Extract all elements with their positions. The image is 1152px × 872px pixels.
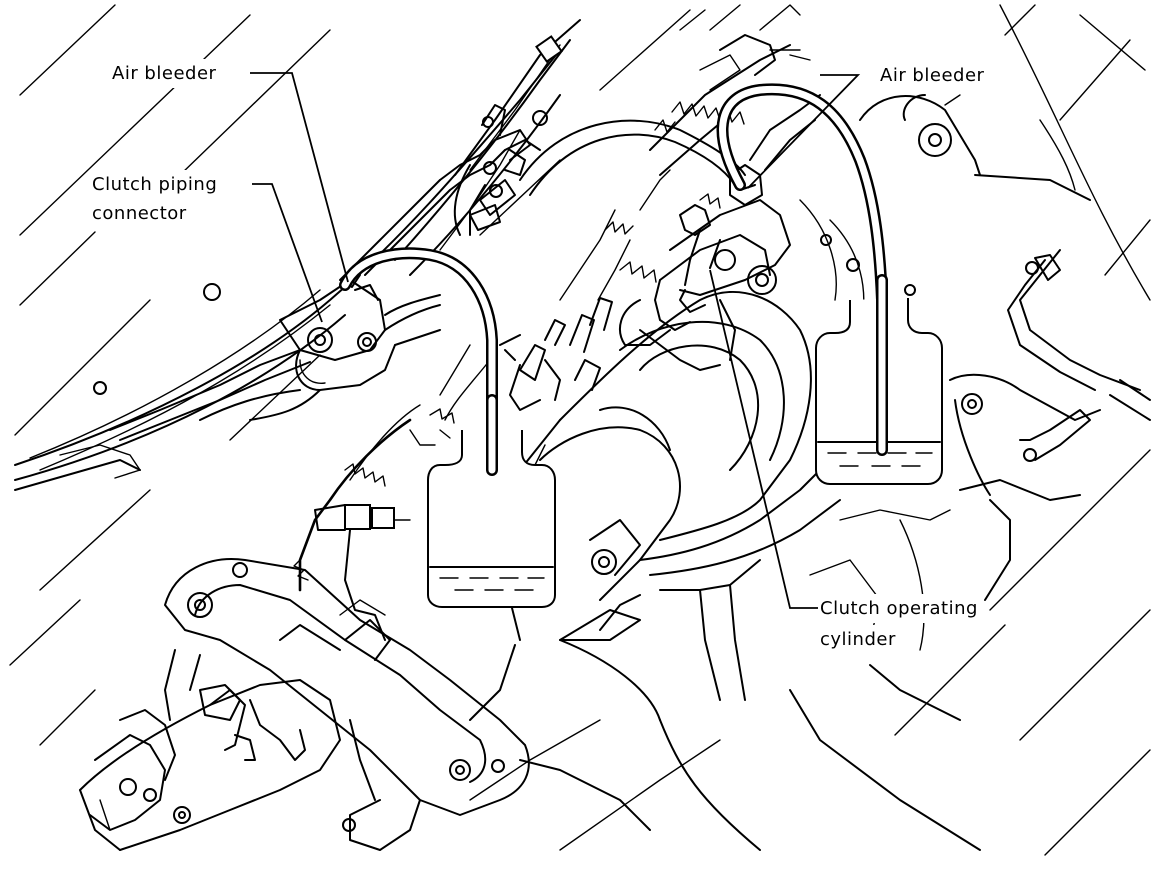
label-air-bleeder-left: Air bleeder [110, 59, 219, 88]
body-panel-lines [9, 4, 1151, 856]
left-bleeder-hose [339, 247, 498, 476]
right-bleed-bottle [815, 274, 943, 485]
mounting-holes [904, 261, 1039, 296]
label-air-bleeder-right: Air bleeder [878, 61, 987, 90]
wiring-harness [293, 404, 455, 641]
label-clutch-piping-connector-line1: Clutch piping [90, 170, 220, 199]
label-clutch-operating-cylinder-line1: Clutch operating [818, 594, 980, 623]
label-clutch-piping-connector-line2: connector [90, 199, 189, 228]
driveshaft [79, 649, 341, 851]
transmission-case [469, 291, 981, 851]
right-bracket [799, 69, 1151, 601]
rear-crossmember [164, 558, 530, 851]
sensor-cluster [439, 169, 671, 421]
left-bleed-bottle [427, 394, 556, 608]
leader-lines [250, 72, 861, 609]
label-clutch-operating-cylinder-line2: cylinder [818, 625, 898, 654]
clutch-piping-connector [93, 104, 541, 441]
